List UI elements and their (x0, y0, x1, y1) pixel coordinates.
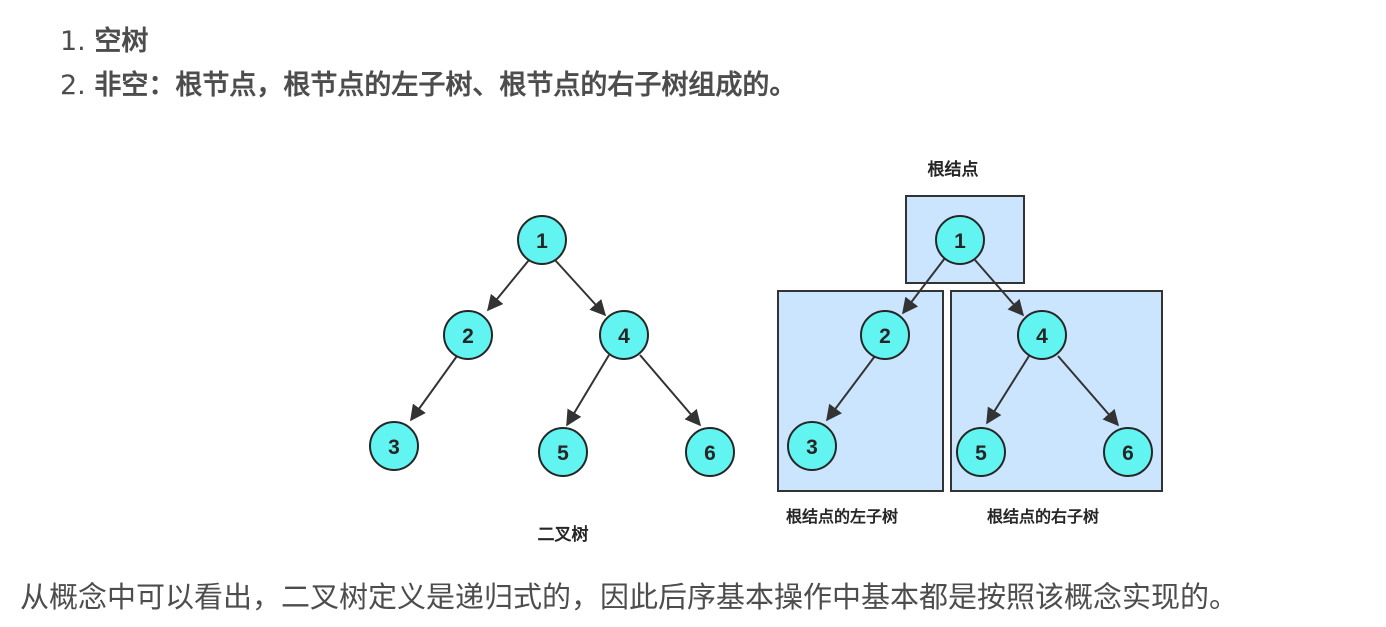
edge (826, 355, 876, 422)
tree-node: 3 (369, 421, 419, 471)
node-label: 2 (462, 325, 474, 348)
list-number: 2. (60, 70, 86, 101)
right-subtree-label: 根结点的右子树 (987, 507, 1099, 526)
tree-node: 2 (860, 310, 910, 360)
node-label: 5 (557, 442, 569, 465)
root-label: 根结点 (928, 159, 979, 180)
node-label: 3 (388, 436, 400, 459)
tree-caption: 二叉树 (538, 525, 589, 545)
list-text: 空树 (94, 26, 149, 57)
edge (410, 355, 458, 422)
tree-node: 3 (787, 421, 837, 471)
list-item: 2. 非空：根节点，根节点的左子树、根节点的右子树组成的。 (60, 64, 796, 108)
list-number: 1. (60, 26, 86, 57)
edge (486, 259, 530, 312)
tree-node: 5 (538, 427, 588, 477)
tree-node: 2 (443, 310, 493, 360)
edge (974, 259, 1025, 317)
edge (1057, 355, 1120, 427)
edge (986, 355, 1030, 425)
node-label: 1 (536, 230, 548, 253)
node-label: 5 (975, 442, 987, 465)
tree-node: 1 (935, 215, 985, 265)
node-label: 6 (704, 442, 716, 465)
tree-node: 4 (599, 310, 649, 360)
definition-list: 1. 空树 2. 非空：根节点，根节点的左子树、根节点的右子树组成的。 (60, 20, 796, 108)
left-tree-edges (410, 259, 702, 427)
edge (902, 257, 946, 315)
edge (554, 259, 607, 317)
left-tree-nodes: 1 2 4 3 5 6 (369, 215, 735, 477)
paragraph-text: 从概念中可以看出，二叉树定义是递归式的，因此后序基本操作中基本都是按照该概念实现… (20, 580, 1239, 614)
list-text: 非空：根节点，根节点的左子树、根节点的右子树组成的。 (94, 70, 797, 101)
node-label: 3 (806, 436, 818, 459)
right-tree-edges (826, 257, 1120, 427)
tree-node: 1 (517, 215, 567, 265)
tree-node: 6 (685, 427, 735, 477)
tree-node: 5 (956, 427, 1006, 477)
node-label: 1 (954, 230, 966, 253)
left-subtree-label: 根结点的左子树 (786, 507, 898, 526)
right-tree-nodes: 1 2 4 3 5 6 (787, 215, 1153, 477)
node-label: 4 (1036, 325, 1048, 348)
node-label: 2 (879, 325, 891, 348)
tree-node: 6 (1103, 427, 1153, 477)
tree-node: 4 (1017, 310, 1067, 360)
edge (566, 354, 610, 427)
list-item: 1. 空树 (60, 20, 796, 64)
node-label: 6 (1122, 442, 1134, 465)
edge (639, 354, 702, 427)
node-label: 4 (618, 325, 630, 348)
